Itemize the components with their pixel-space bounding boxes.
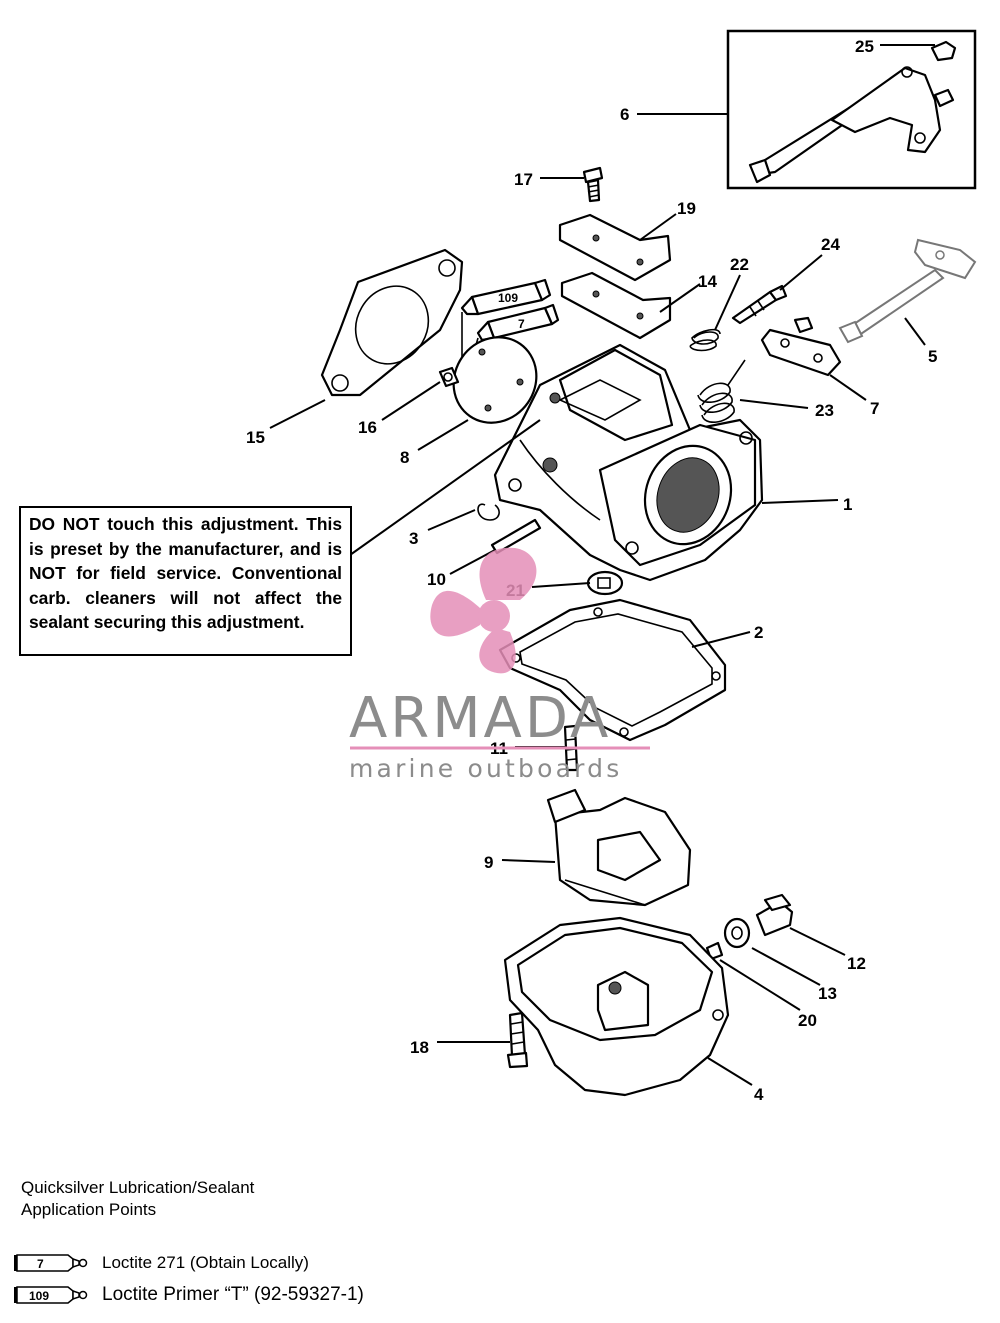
- sealant-tube-icon: 7: [14, 1254, 88, 1272]
- leader-5: [904, 317, 926, 346]
- tube-109-label: 109: [498, 291, 518, 305]
- callout-3: 3: [409, 529, 418, 548]
- leader-13: [751, 947, 821, 986]
- throttle-shaft-inset-box: [726, 29, 977, 190]
- lubrication-item-text: Loctite 271 (Obtain Locally): [102, 1253, 309, 1272]
- leader-12: [789, 927, 846, 956]
- leader-8: [417, 419, 469, 451]
- leader-14: [659, 283, 701, 313]
- screw-18: [506, 1011, 529, 1069]
- callout-19: 19: [677, 199, 696, 218]
- leader-4: [707, 1057, 753, 1086]
- callout-18: 18: [410, 1038, 429, 1057]
- callout-14: 14: [698, 272, 717, 291]
- callout-12: 12: [847, 954, 866, 973]
- warning-note-box: DO NOT touch this adjustment. This is pr…: [19, 506, 352, 656]
- callout-7: 7: [870, 399, 879, 418]
- callout-1: 1: [843, 495, 852, 514]
- leader-1: [761, 499, 839, 504]
- flange-gasket-15: [320, 248, 464, 397]
- leader-3: [427, 509, 476, 531]
- seal-21: [586, 570, 624, 596]
- carburetor-body-1: [493, 343, 764, 582]
- leader-20: [719, 959, 801, 1011]
- gasket-14: [560, 271, 672, 340]
- tube-code-7: 7: [37, 1257, 44, 1271]
- leader-lines: [269, 44, 935, 1086]
- throttle-shaft-5: [838, 238, 977, 344]
- lubrication-item-loctite-271: 7 Loctite 271 (Obtain Locally): [13, 1253, 309, 1273]
- leader-16: [381, 381, 441, 421]
- callout-17: 17: [514, 170, 533, 189]
- warning-note-text: DO NOT touch this adjustment. This is pr…: [29, 514, 342, 632]
- screw-17: [582, 166, 604, 203]
- callout-16: 16: [358, 418, 377, 437]
- callout-8: 8: [400, 448, 409, 467]
- callout-24: 24: [821, 235, 840, 254]
- callout-25: 25: [855, 37, 874, 56]
- leader-22: [714, 274, 741, 331]
- leader-warning: [349, 419, 541, 556]
- float-9: [546, 788, 692, 907]
- leader-24: [779, 254, 823, 291]
- screw-16: [438, 366, 460, 388]
- spring-22: [689, 328, 721, 352]
- lubrication-item-primer-t: 109 Loctite Primer “T” (92-59327-1): [13, 1284, 364, 1306]
- sealant-tube-109: 109: [460, 278, 552, 316]
- leader-7: [829, 374, 867, 401]
- callout-10: 10: [427, 570, 446, 589]
- leader-15: [269, 399, 326, 429]
- leader-9: [501, 859, 556, 863]
- callout-15: 15: [246, 428, 265, 447]
- callout-20: 20: [798, 1011, 817, 1030]
- callout-13: 13: [818, 984, 837, 1003]
- pin-10: [490, 518, 542, 555]
- torsion-spring-23: [697, 359, 746, 423]
- leader-21: [531, 582, 591, 588]
- washer-13: [723, 917, 751, 949]
- callout-22: 22: [730, 255, 749, 274]
- lubrication-title-line-2: Application Points: [21, 1200, 157, 1219]
- leader-23: [739, 399, 809, 409]
- diaphragm-disc-8: [452, 336, 538, 424]
- callout-5: 5: [928, 347, 937, 366]
- gasket-2: [498, 598, 727, 742]
- drain-plug-12: [755, 893, 794, 937]
- tube-code-109: 109: [29, 1289, 49, 1303]
- lever-plate-7: [760, 316, 842, 377]
- callout-21: 21: [506, 581, 525, 600]
- lubrication-item-text: Loctite Primer “T” (92-59327-1): [102, 1284, 364, 1305]
- sealant-tube-icon: 109: [14, 1286, 88, 1304]
- float-bowl-4: [503, 916, 730, 1097]
- cover-plate-19: [558, 213, 672, 282]
- callout-23: 23: [815, 401, 834, 420]
- tube-7-label: 7: [518, 317, 525, 331]
- callout-2: 2: [754, 623, 763, 642]
- needle-screw-24: [731, 284, 788, 325]
- leader-19: [639, 213, 677, 241]
- callout-9: 9: [484, 853, 493, 872]
- callout-11: 11: [490, 739, 508, 758]
- lubrication-title-line-1: Quicksilver Lubrication/Sealant: [21, 1178, 255, 1197]
- lubrication-legend-title: Quicksilver Lubrication/Sealant Applicat…: [21, 1177, 254, 1221]
- leader-2: [691, 631, 751, 648]
- e-clip-3: [477, 503, 500, 521]
- pin-11: [563, 724, 579, 772]
- leader-10: [449, 549, 496, 575]
- callout-4: 4: [754, 1085, 764, 1104]
- sealant-tube-7: 7: [476, 303, 560, 342]
- callout-6: 6: [620, 105, 629, 124]
